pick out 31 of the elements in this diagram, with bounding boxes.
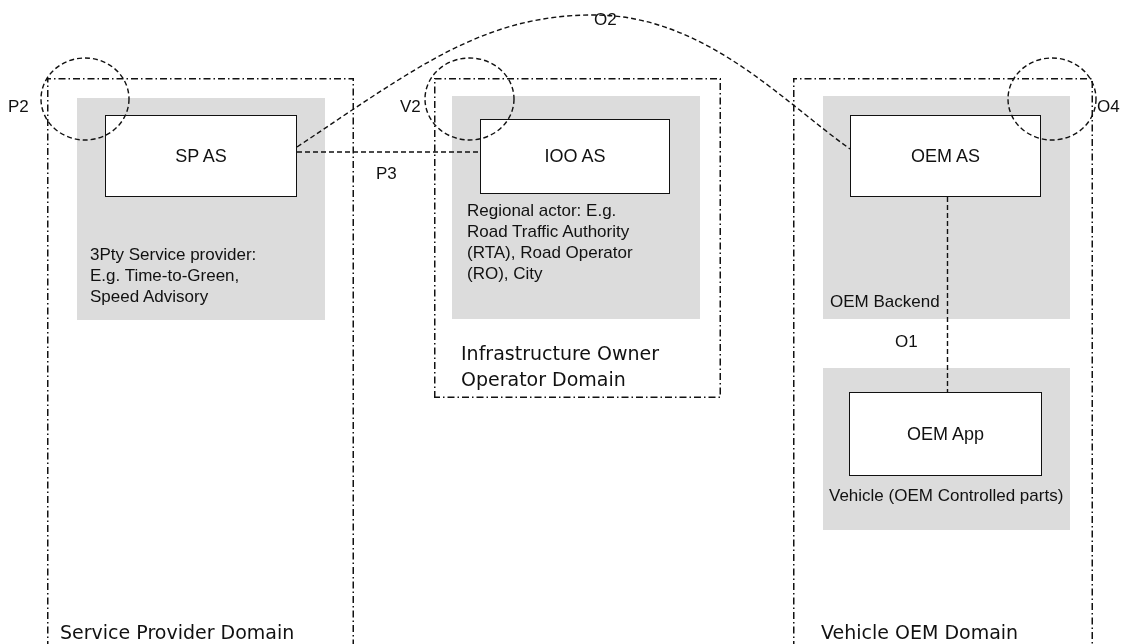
domain-label: Vehicle OEM Domain — [821, 620, 1020, 644]
server-label: IOO AS — [544, 146, 606, 167]
domain-boundary — [47, 78, 354, 644]
edge-label: P3 — [376, 164, 397, 184]
actor-panel — [823, 368, 1070, 530]
actor-description: Regional actor: E.g. Road Traffic Authority (RTA), Road Operator (RO), City — [467, 200, 634, 284]
actor-description: Vehicle (OEM Controlled parts) — [829, 485, 1064, 506]
domain-boundary — [793, 78, 1093, 644]
actor-description: OEM Backend — [830, 291, 941, 312]
server-box — [105, 115, 297, 197]
server-box — [480, 119, 670, 194]
actor-panel — [823, 96, 1070, 319]
actor-panel — [452, 96, 700, 319]
reference-point-label: V2 — [400, 97, 421, 117]
server-label: SP AS — [175, 145, 227, 167]
actor-description: 3Pty Service provider: E.g. Time-to-Green, Speed Advisory — [90, 244, 258, 307]
domain-label: Service Provider Domain — [60, 620, 296, 644]
connector-line — [296, 151, 481, 153]
reference-point-label: O4 — [1097, 97, 1120, 117]
server-box — [849, 392, 1042, 476]
server-label: OEM AS — [911, 145, 980, 167]
server-label: OEM App — [906, 423, 984, 445]
server-box — [850, 115, 1041, 197]
edge-label: O1 — [895, 332, 918, 352]
edge-label: O2 — [594, 10, 617, 30]
actor-panel — [77, 98, 325, 320]
reference-point-label: P2 — [8, 97, 29, 117]
connector-line — [296, 14, 851, 150]
connector-line — [946, 196, 949, 393]
domain-boundary — [434, 78, 721, 398]
domain-label: Infrastructure Owner Operator Domain — [461, 341, 661, 392]
